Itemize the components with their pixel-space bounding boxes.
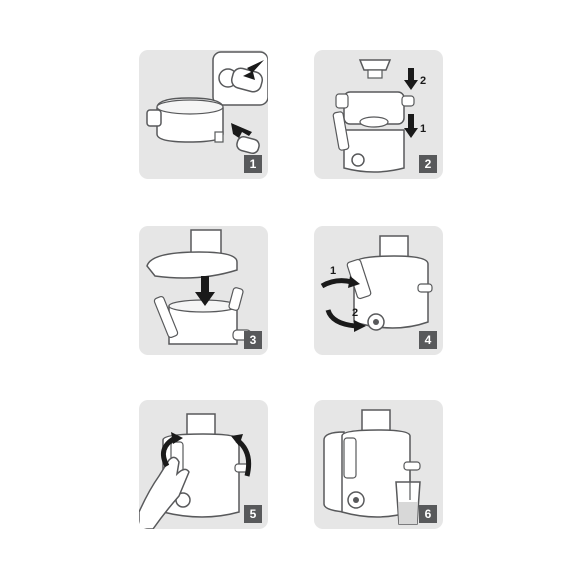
motor-unit bbox=[343, 129, 405, 173]
arrow-label: 1 bbox=[420, 123, 426, 135]
step-5-panel: 5 bbox=[139, 400, 268, 529]
step-number-badge: 1 bbox=[244, 155, 262, 173]
arrow-icon bbox=[404, 68, 418, 90]
locking-arm bbox=[228, 287, 244, 311]
locking-arm bbox=[153, 295, 179, 339]
step-number-badge: 6 bbox=[419, 505, 437, 523]
step-3-panel: 3 bbox=[139, 226, 268, 355]
arrow-label: 2 bbox=[352, 307, 358, 319]
step-6-illustration bbox=[323, 409, 421, 525]
control-knob bbox=[351, 153, 365, 167]
step-5-illustration bbox=[139, 413, 252, 529]
step-2-panel: 2 1 2 bbox=[314, 50, 443, 179]
arrow-icon bbox=[195, 276, 215, 306]
pulp-container bbox=[323, 431, 345, 513]
locking-arm bbox=[343, 437, 357, 479]
arrow-icon bbox=[404, 114, 418, 138]
hand bbox=[139, 456, 190, 529]
step-number-badge: 5 bbox=[244, 505, 262, 523]
sieve bbox=[358, 59, 392, 71]
rotate-arrow-icon bbox=[325, 309, 357, 329]
juicer-body bbox=[353, 255, 429, 329]
feed-tube bbox=[186, 413, 216, 437]
step-number-badge: 4 bbox=[419, 331, 437, 349]
step-3-illustration bbox=[146, 229, 252, 345]
step-1-illustration bbox=[146, 51, 268, 155]
step-number-badge: 2 bbox=[419, 155, 437, 173]
step-1-panel: 1 bbox=[139, 50, 268, 179]
step-2-illustration: 2 1 bbox=[332, 59, 426, 173]
arrow-label: 2 bbox=[420, 75, 426, 87]
rotate-arrow-icon bbox=[320, 278, 353, 289]
rotate-arrow-icon bbox=[160, 435, 177, 468]
step-6-panel: 6 bbox=[314, 400, 443, 529]
spout bbox=[403, 461, 421, 471]
step-4-illustration: 1 2 bbox=[320, 235, 433, 332]
locking-arm bbox=[332, 111, 350, 151]
arrow-icon bbox=[243, 60, 264, 80]
plug bbox=[236, 135, 260, 155]
arrow-label: 1 bbox=[330, 265, 336, 277]
step-number-badge: 3 bbox=[244, 331, 262, 349]
spout bbox=[417, 283, 433, 293]
lid bbox=[146, 251, 238, 279]
arrow-icon bbox=[231, 123, 252, 138]
step-4-panel: 1 2 4 bbox=[314, 226, 443, 355]
